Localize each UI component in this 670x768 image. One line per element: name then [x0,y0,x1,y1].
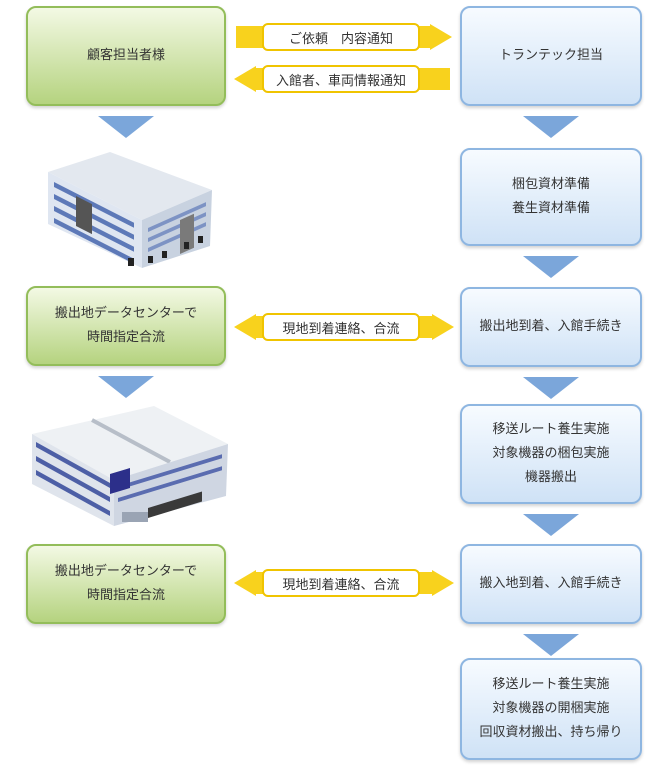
customer-label: 顧客担当者様 [86,48,165,63]
request-label: ご依頼 内容通知 [262,23,420,51]
departure-dc-box: 搬出地データセンターで 時間指定合流 [26,286,226,366]
entry-notice-label: 入館者、車両情報通知 [262,65,420,93]
arrival-dc-line2: 時間指定合流 [86,588,165,603]
down-arrow-r4 [523,514,579,536]
down-arrow-1 [98,116,154,138]
arrival-dc-box: 搬出地データセンターで 時間指定合流 [26,544,226,624]
prep-line2: 養生資材準備 [511,201,590,216]
down-arrow-2 [98,376,154,398]
down-arrow-r1 [523,116,579,138]
destination-arrival-box: 搬入地到着、入館手続き [460,544,642,624]
customer-box: 顧客担当者様 [26,6,226,106]
down-arrow-r5 [523,634,579,656]
transtec-label: トランテック担当 [498,48,603,63]
departure-arrival-label: 搬出地到着、入館手続き [479,319,623,334]
contact1-arrow-left-head [234,314,256,340]
contact2-arrow-right-head [432,570,454,596]
carry-out-line2: 対象機器の梱包実施 [492,446,610,461]
carry-in-box: 移送ルート養生実施 対象機器の開梱実施 回収資材搬出、持ち帰り [460,658,642,760]
contact2-arrow-left-head [234,570,256,596]
contact2-label: 現地到着連絡、合流 [262,569,420,597]
request-arrow-head [430,24,452,50]
transtec-box: トランテック担当 [460,6,642,106]
datacenter-building-image-2 [32,406,228,526]
entry-notice-arrow-head [234,66,256,92]
contact1-label: 現地到着連絡、合流 [262,313,420,341]
carry-out-line1: 移送ルート養生実施 [492,422,610,437]
datacenter-building-image [48,152,212,268]
contact1-arrow-right-head [432,314,454,340]
departure-dc-line1: 搬出地データセンターで [54,306,198,321]
down-arrow-r2 [523,256,579,278]
carry-in-line1: 移送ルート養生実施 [492,677,610,692]
destination-arrival-label: 搬入地到着、入館手続き [479,576,623,591]
departure-arrival-box: 搬出地到着、入館手続き [460,287,642,367]
prep-line1: 梱包資材準備 [511,177,590,192]
departure-dc-line2: 時間指定合流 [86,330,165,345]
carry-out-box: 移送ルート養生実施 対象機器の梱包実施 機器搬出 [460,404,642,504]
down-arrow-r3 [523,377,579,399]
carry-in-line3: 回収資材搬出、持ち帰り [479,725,623,740]
carry-out-line3: 機器搬出 [524,470,577,485]
arrival-dc-line1: 搬出地データセンターで [54,564,198,579]
materials-prep-box: 梱包資材準備 養生資材準備 [460,148,642,246]
carry-in-line2: 対象機器の開梱実施 [492,701,610,716]
